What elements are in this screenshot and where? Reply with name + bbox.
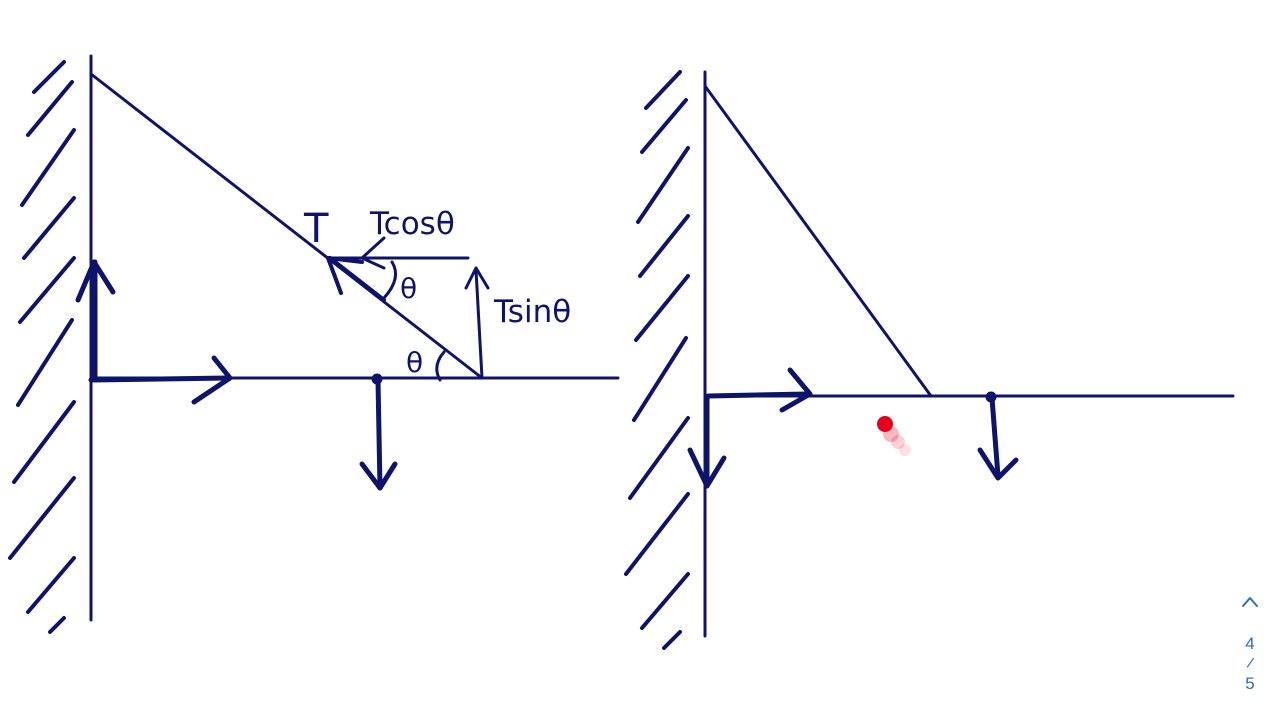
label-tcos: Tcosθ: [369, 206, 455, 242]
left-string: [89, 72, 484, 380]
current-page: 4: [1245, 634, 1255, 653]
label-angle-bottom: θ: [406, 346, 423, 379]
laser-pointer: [877, 416, 911, 456]
chevron-up-icon: [1242, 597, 1258, 607]
right-wall-hatching: [624, 70, 690, 650]
right-wall-horizontal-force-arrow: [705, 367, 813, 413]
left-wall-hatching: [8, 60, 76, 634]
label-tsin: Tsinθ: [493, 294, 571, 330]
left-weight-arrow: [359, 373, 398, 491]
total-pages: 5: [1245, 674, 1255, 693]
label-tension: T: [303, 206, 329, 252]
slide-pager: 4 / 5: [1236, 590, 1264, 700]
left-angle-arc-top: [382, 260, 398, 300]
right-wall-vertical-force-arrow: [687, 395, 727, 489]
left-wall-vertical-force-arrow: [75, 259, 116, 381]
right-string: [703, 84, 933, 398]
left-angle-arc-bottom: [435, 350, 446, 382]
left-wall-horizontal-force-arrow: [88, 355, 233, 405]
left-tcos-arrow: [328, 236, 470, 270]
left-diagram: T Tcosθ Tsinθ θ θ: [8, 54, 620, 634]
previous-slide-button[interactable]: [1236, 590, 1264, 614]
label-angle-top: θ: [400, 272, 417, 305]
right-diagram: [624, 70, 1235, 650]
left-tsin-arrow: [464, 266, 490, 380]
right-weight-arrow: [977, 391, 1019, 481]
